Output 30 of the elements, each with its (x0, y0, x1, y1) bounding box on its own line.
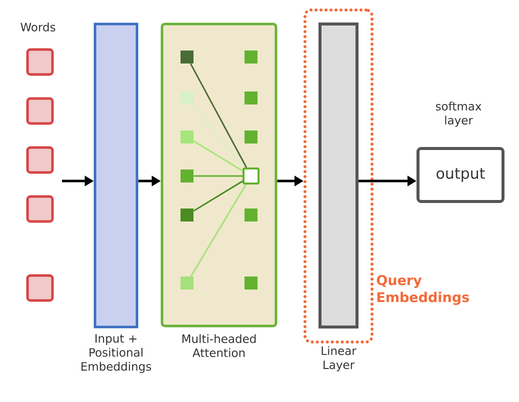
word-box (26, 274, 54, 302)
word-box (26, 48, 54, 76)
token-square (180, 276, 194, 290)
token-square (244, 92, 258, 104)
layer-label: Multi-headed Attention (182, 334, 256, 358)
attention-line (193, 140, 243, 172)
word-box (26, 97, 54, 125)
layer-label: Linear Layer (322, 346, 356, 372)
token-square (244, 50, 258, 64)
output-box: output (416, 147, 504, 203)
token-square (244, 276, 258, 290)
token-square (244, 130, 258, 144)
layer-label: Input + Positional Embeddings (82, 334, 152, 373)
word-box (26, 195, 54, 223)
word-box (26, 146, 54, 174)
attention-line (194, 175, 242, 177)
attention-line (190, 63, 248, 168)
token-square (180, 50, 194, 64)
token-square (180, 170, 194, 182)
query-square (242, 168, 260, 184)
attention-line (190, 184, 247, 277)
words-label: Words (20, 22, 56, 32)
token-square (244, 208, 258, 222)
token-square (180, 92, 194, 104)
layer-label: softmax layer (436, 102, 482, 127)
region-label: Query Embeddings (376, 275, 469, 305)
token-square (180, 130, 194, 144)
attention-line (193, 180, 243, 212)
attention-line (192, 104, 245, 168)
token-square (180, 208, 194, 222)
